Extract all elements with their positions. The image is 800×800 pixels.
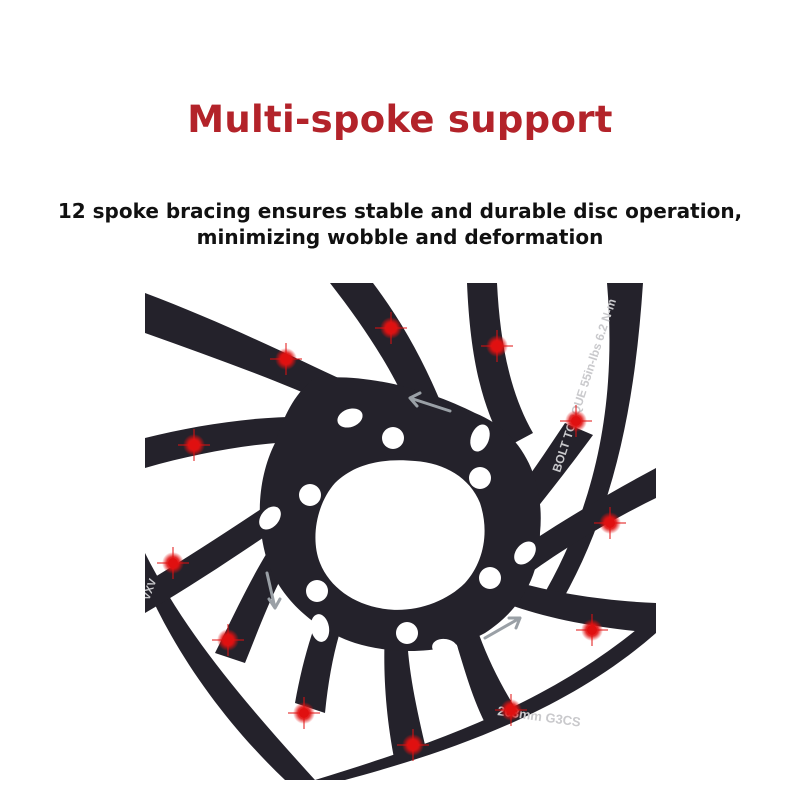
lightening-holes xyxy=(259,408,536,658)
rotor-illustration: BOLT TORQUE 55in-lbs 6.2 N-m 203mm G3CS … xyxy=(145,283,656,780)
rivet-marker-2 xyxy=(270,343,302,375)
spoke-8 xyxy=(384,628,427,763)
spoke-1 xyxy=(330,283,445,423)
rivet-markers xyxy=(157,312,626,761)
arrow-icon xyxy=(408,391,452,413)
subtitle-line-2: minimizing wobble and deformation xyxy=(196,225,604,249)
rivet-marker-8 xyxy=(576,614,608,646)
rivet-marker-6 xyxy=(594,507,626,539)
rivet-dot xyxy=(605,518,615,528)
rivet-dot xyxy=(189,440,199,450)
page-title: Multi-spoke support xyxy=(187,98,613,141)
rotor-photo: BOLT TORQUE 55in-lbs 6.2 N-m 203mm G3CS … xyxy=(145,283,656,780)
rivet-marker-11 xyxy=(495,694,527,726)
rotor-outer-arc-right xyxy=(540,283,643,613)
spoke-2 xyxy=(467,283,533,448)
spoke-3 xyxy=(145,293,360,413)
rivet-marker-12 xyxy=(397,729,429,761)
rotor-center-bore xyxy=(315,460,485,610)
rivet-dot xyxy=(168,558,178,568)
rivet-dot xyxy=(223,635,233,645)
rivet-dot xyxy=(386,323,396,333)
rivet-marker-3 xyxy=(481,330,513,362)
spoke-11 xyxy=(515,468,656,573)
rivet-dot xyxy=(299,708,309,718)
rivet-dot xyxy=(281,354,291,364)
subtitle-line-1: 12 spoke bracing ensures stable and dura… xyxy=(57,199,743,223)
arrow-icon xyxy=(265,571,282,610)
brake-rotor: BOLT TORQUE 55in-lbs 6.2 N-m 203mm G3CS … xyxy=(145,283,656,780)
spoke-9 xyxy=(453,623,515,723)
rivet-marker-5 xyxy=(560,405,592,437)
rivet-marker-9 xyxy=(212,624,244,656)
rivet-marker-10 xyxy=(288,697,320,729)
rivet-marker-7 xyxy=(157,547,189,579)
rivet-dot xyxy=(587,625,597,635)
spoke-10 xyxy=(505,581,656,633)
rivet-dot xyxy=(492,341,502,351)
rivet-dot xyxy=(408,740,418,750)
arrow-icon xyxy=(483,616,522,640)
rivet-dot xyxy=(506,705,516,715)
rivet-dot xyxy=(571,416,581,426)
rotation-arrows xyxy=(265,391,522,640)
rivet-marker-4 xyxy=(178,429,210,461)
page-subtitle: 12 spoke bracing ensures stable and dura… xyxy=(0,198,800,250)
rivet-marker-1 xyxy=(375,312,407,344)
